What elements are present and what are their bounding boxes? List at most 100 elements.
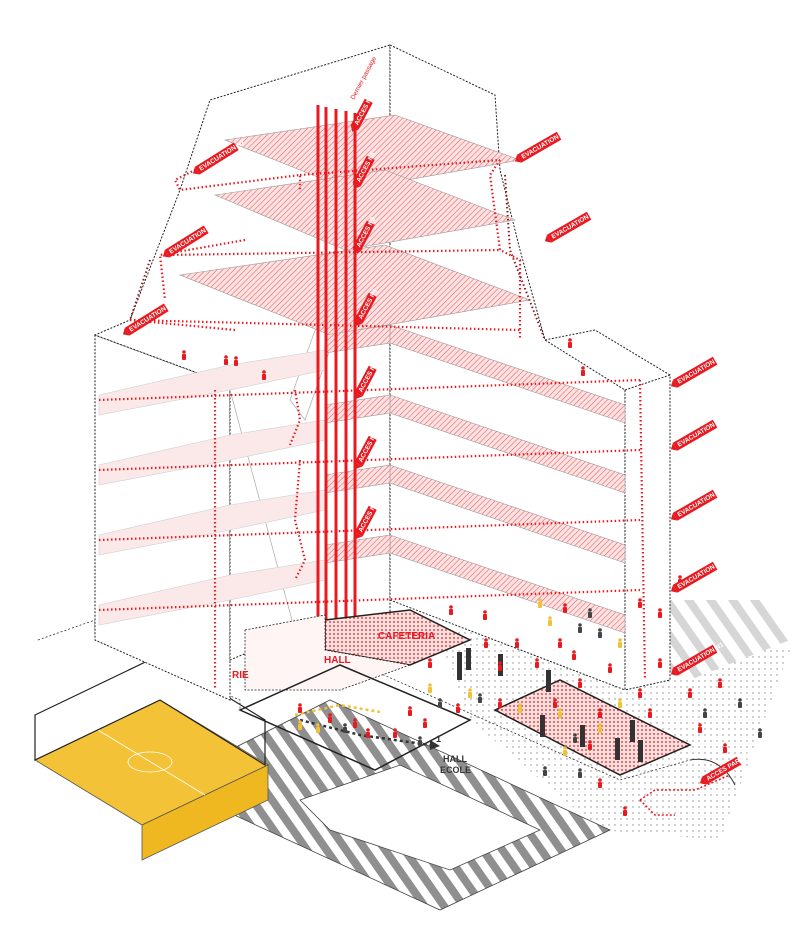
person-icon	[558, 638, 562, 648]
people-group	[182, 338, 762, 816]
person-icon	[608, 663, 612, 673]
person-icon	[578, 768, 582, 778]
arrow-icon	[514, 154, 522, 163]
parking-path	[639, 774, 731, 801]
elevator-risers	[316, 105, 357, 655]
person-icon	[423, 718, 427, 728]
arrow-icon	[352, 247, 361, 254]
court-circle	[127, 751, 173, 773]
upper-floor-slab	[213, 169, 517, 251]
person-icon	[618, 698, 622, 708]
person-icon	[658, 608, 662, 618]
person-icon	[182, 350, 186, 360]
person-icon	[418, 736, 422, 746]
court-lower-block	[141, 764, 269, 861]
tag-evacuation-right-text: EVACUATION N5	[676, 353, 725, 385]
person-icon	[723, 743, 727, 753]
person-icon	[353, 718, 357, 728]
arrow-icon	[122, 327, 130, 336]
arrow-icon	[192, 166, 200, 175]
tag-evacuation-right: EVACUATION N4	[670, 416, 725, 451]
person-icon	[718, 678, 722, 688]
person-icon	[393, 728, 397, 738]
person-icon	[553, 698, 557, 708]
person-icon	[438, 698, 442, 708]
person-icon	[573, 733, 577, 743]
person-icon	[618, 638, 622, 648]
hall-zone	[244, 614, 412, 691]
person-icon	[738, 698, 742, 708]
person-icon	[316, 723, 320, 733]
hall-ecole-label-2: ECOLE	[440, 765, 471, 775]
person-icon	[588, 740, 592, 750]
person-icon	[328, 713, 332, 723]
arrow-icon	[670, 379, 678, 388]
court-line	[97, 729, 206, 796]
arrow-icon	[354, 319, 363, 326]
tag-evacuation-right: EVACUATION N5	[670, 353, 725, 388]
person-icon	[428, 683, 432, 693]
person-icon	[366, 728, 370, 738]
person-icon	[498, 698, 502, 708]
person-icon	[581, 366, 585, 376]
cafeteria-label: CAFETERIA	[378, 631, 435, 642]
tag-evacuation-right: EVACUATION N3	[670, 486, 725, 521]
person-icon	[568, 338, 572, 348]
tag-evacuation-right-upper: EVACUATION N7	[514, 128, 569, 163]
tag-evacuation-right: EVACUATION N2	[670, 558, 725, 593]
person-icon	[598, 708, 602, 718]
person-icon	[298, 720, 302, 730]
person-icon	[543, 766, 547, 776]
person-icon	[638, 688, 642, 698]
east-roof-edge	[544, 329, 671, 376]
person-icon	[234, 356, 238, 366]
person-icon	[638, 598, 642, 608]
person-icon	[298, 703, 302, 713]
tag-evacuation-right-text: EVACUATION N3	[676, 486, 725, 518]
arrow-icon	[430, 740, 440, 750]
person-icon	[623, 806, 627, 816]
person-icon	[518, 703, 522, 713]
person-icon	[484, 638, 488, 648]
arrow-icon	[352, 182, 361, 189]
tag-evacuation-right-upper: EVACUATION N6	[544, 208, 599, 243]
parking-path-2	[639, 799, 675, 816]
person-icon	[558, 708, 562, 718]
person-icon	[572, 650, 576, 660]
person-icon	[498, 661, 502, 671]
tag-evacuation-right-text: EVACUATION N4	[676, 416, 725, 448]
arrow-icon	[350, 125, 359, 132]
person-icon	[428, 658, 432, 668]
person-icon	[468, 688, 472, 698]
person-icon	[483, 610, 487, 620]
arrow-icon	[670, 584, 678, 593]
arrow-icon	[544, 234, 552, 243]
entry-path	[299, 718, 431, 747]
arrow-icon	[354, 532, 363, 539]
person-icon	[262, 370, 266, 380]
person-icon	[449, 605, 453, 615]
school-hall-inner	[299, 764, 541, 871]
person-icon	[343, 723, 347, 733]
arrow-icon	[354, 392, 363, 399]
entry-number: 1	[436, 734, 441, 744]
arrow-icon	[670, 512, 678, 521]
person-icon	[598, 778, 602, 788]
school-path	[294, 703, 381, 717]
person-icon	[535, 658, 539, 668]
hall-ecole-label-1: HALL	[443, 754, 467, 764]
person-icon	[658, 658, 662, 668]
tag-evacuation-right-upper-text: EVACUATION N7	[520, 128, 569, 160]
tag-evacuation-right-text: EVACUATION N2	[676, 558, 725, 590]
tag-evacuation-right-upper-text: EVACUATION N6	[550, 208, 599, 240]
arrow-icon	[670, 667, 678, 676]
entry-zone	[238, 664, 472, 771]
parking-ramp	[689, 758, 736, 786]
person-icon	[408, 706, 412, 716]
arrow-icon	[354, 462, 363, 469]
person-icon	[648, 708, 652, 718]
arrow-icon	[699, 776, 707, 785]
person-icon	[578, 623, 582, 633]
